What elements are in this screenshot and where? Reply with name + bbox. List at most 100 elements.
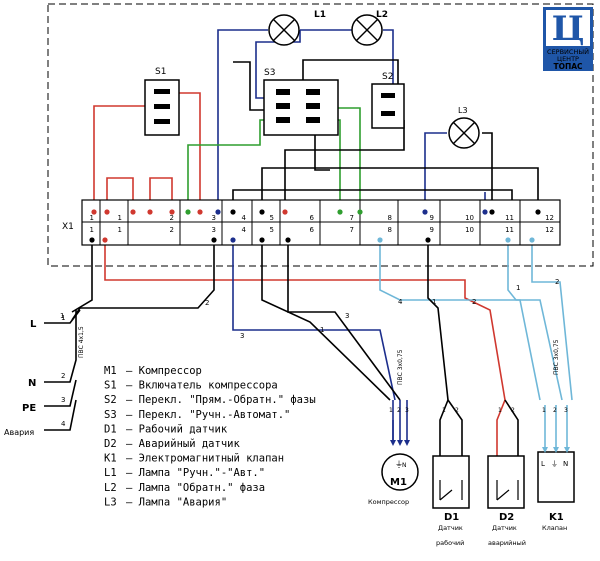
m1-n-symbol: N <box>402 462 407 469</box>
mains-pin-1: 1 <box>61 314 65 322</box>
terminal-number-bottom: 1 <box>90 226 94 234</box>
wire-l2-blue-down <box>383 29 394 98</box>
k1-caption: Клапан <box>542 524 567 532</box>
mains-PE-label: PE <box>22 403 36 414</box>
sensor-d2: D2 Датчик аварийный 1 2 <box>487 407 526 547</box>
legend-code: S1 <box>104 380 117 392</box>
company-logo: Ц СЕРВИСНЫЙ ЦЕНТР ТОПАС <box>543 7 593 71</box>
terminal-number-top: 10 <box>465 214 474 222</box>
terminal-number-top: 9 <box>430 214 434 222</box>
terminal-number-top: 7 <box>350 214 354 222</box>
m1-caption: Компрессор <box>368 498 409 506</box>
wire-x1-pin5-black <box>261 238 391 401</box>
terminal-number-bottom: 3 <box>212 226 216 234</box>
m1-earth-symbol: ⏚ <box>395 460 403 469</box>
k1-l-symbol: L <box>541 460 545 468</box>
legend-text: – Включатель компрессора <box>126 380 278 392</box>
terminal-block-label: X1 <box>62 222 74 232</box>
terminal-number-top: 3 <box>212 214 216 222</box>
wire-number: 1 <box>320 326 324 334</box>
terminal-number-bottom: 7 <box>350 226 354 234</box>
wire-number: 2 <box>205 299 209 307</box>
terminal-pin-bottom <box>89 237 95 243</box>
switch-s2: S2 <box>371 72 405 129</box>
legend-text: – Аварийный датчик <box>126 438 240 450</box>
terminal-pin-top <box>357 209 363 215</box>
terminal-number-top: 11 <box>505 214 514 222</box>
k1-label: K1 <box>549 512 564 523</box>
k1-cable-label: ПВС 3х0,75 <box>553 339 560 375</box>
terminal-pin-top <box>259 209 265 215</box>
legend-code: D1 <box>104 423 117 435</box>
d2-pin: 1 <box>498 407 502 414</box>
legend-text: – Перекл. "Прям.-Обратн." фазы <box>126 394 316 406</box>
lamp-l2: L2 <box>351 10 388 46</box>
terminal-number-bottom: 1 <box>118 226 122 234</box>
terminal-number-bottom: 12 <box>545 226 554 234</box>
switch-s3-label: S3 <box>264 68 275 78</box>
wire-number: 2 <box>555 278 559 286</box>
legend-code: S3 <box>104 409 117 421</box>
terminal-pin-bottom <box>259 237 265 243</box>
terminal-number-top: 6 <box>310 214 315 222</box>
d1-leads <box>439 399 449 460</box>
wire-l3-blue <box>424 132 447 210</box>
terminal-number-bottom: 5 <box>270 226 274 234</box>
logo-line-1: СЕРВИСНЫЙ <box>547 47 589 56</box>
lamp-l3-label: L3 <box>458 106 468 115</box>
legend-code: S2 <box>104 394 117 406</box>
motor-m1: ⏚ N M1 Компрессор 1 2 3 ПВС 3х0,75 <box>368 349 419 506</box>
terminal-pin-top <box>104 209 110 215</box>
terminal-pin-bottom <box>425 237 431 243</box>
terminal-number-bottom: 6 <box>310 226 315 234</box>
switch-s3: S3 <box>263 68 339 136</box>
switch-s1: S1 <box>144 67 180 136</box>
mains-N-label: N <box>28 378 36 389</box>
legend-text: – Рабочий датчик <box>126 423 228 435</box>
legend-code: L1 <box>104 467 117 479</box>
wire-s2-black <box>284 120 405 210</box>
terminal-pin-top <box>185 209 191 215</box>
wire-l3-right <box>482 132 493 210</box>
d1-label: D1 <box>444 512 459 523</box>
legend-code: D2 <box>104 438 117 450</box>
wire-s1-red-left <box>93 105 148 210</box>
wire-number: 4 <box>398 298 403 306</box>
mains-connection: L N PE Авария 1 2 3 4 ПВС 4х1,5 <box>4 314 85 437</box>
legend-text: – Лампа "Ручн."-"Авт." <box>126 467 265 479</box>
legend-code: L2 <box>104 482 117 494</box>
d1-pin: 1 <box>442 407 446 414</box>
svg-text:Ц: Ц <box>552 9 585 49</box>
d1-pin: 2 <box>455 407 459 414</box>
d2-leads <box>496 399 506 460</box>
terminal-pin-top <box>422 209 428 215</box>
legend-text: – Лампа "Обратн." фаза <box>126 482 265 494</box>
k1-pin: 2 <box>553 407 557 414</box>
lamp-l1: L1 <box>268 10 326 46</box>
wire-main-N <box>44 310 77 383</box>
wire-s3-black-top <box>302 59 399 88</box>
terminal-pin-bottom <box>211 237 217 243</box>
wire-number: 2 <box>472 298 476 306</box>
wire-x1-pin8-lb <box>379 238 541 401</box>
logo-line-2: ЦЕНТР <box>557 55 579 63</box>
wire-x1-pin4-black <box>71 238 215 321</box>
terminal-pin-bottom <box>285 237 291 243</box>
terminal-pin-bottom <box>377 237 383 243</box>
terminal-pin-bottom <box>230 237 236 243</box>
mains-pin-4: 4 <box>61 420 66 428</box>
wire-main-PE <box>44 379 77 407</box>
arrowheads-k1 <box>542 447 570 453</box>
terminal-pin-top <box>230 209 236 215</box>
d2-pin: 2 <box>511 407 515 414</box>
wire-number: 1 <box>516 284 520 292</box>
wire-main-alarm <box>44 399 77 431</box>
terminal-number-bottom: 9 <box>430 226 434 234</box>
wire-number: 3 <box>345 312 349 320</box>
terminal-pin-top <box>489 209 495 215</box>
terminal-number-top: 5 <box>270 214 274 222</box>
terminal-pin-top <box>197 209 203 215</box>
